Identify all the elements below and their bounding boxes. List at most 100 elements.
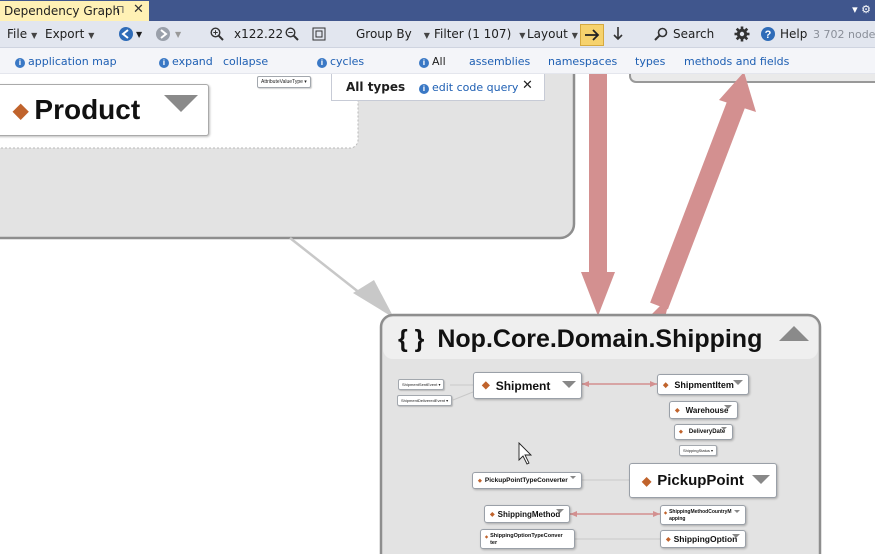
type-icon: ◆ (478, 477, 482, 484)
close-tab-icon[interactable]: ✕ (133, 2, 144, 17)
edge-head (653, 511, 660, 517)
warehouse-node[interactable]: ◆Warehouse (669, 401, 738, 419)
shipping-option-node[interactable]: ◆ShippingOption (660, 530, 746, 548)
help-icon[interactable]: ? (760, 26, 776, 42)
type-icon: ◆ (485, 534, 489, 539)
product-node[interactable]: ◆ Product (0, 84, 209, 136)
search-icon[interactable] (654, 27, 668, 41)
product-label: Product (34, 94, 141, 125)
edit-label: edit code query (432, 81, 519, 94)
shipment-item-node[interactable]: ◆ShipmentItem (657, 374, 749, 395)
node-label: Warehouse (685, 405, 729, 415)
dropdown-triangle-icon[interactable] (570, 475, 576, 479)
collapse-link[interactable]: collapse (223, 55, 269, 68)
info-icon: i (419, 58, 429, 68)
type-icon: ◆ (663, 381, 669, 389)
shipping-namespace-title[interactable]: { } Nop.Core.Domain.Shipping (398, 325, 762, 354)
forward-dropdown-icon[interactable]: ▼ (175, 30, 182, 39)
close-query-icon[interactable]: ✕ (522, 78, 533, 93)
pin-icon[interactable]: ⊓ (116, 3, 125, 16)
search-button[interactable]: Search (673, 27, 715, 41)
shipping-status-node[interactable]: ShippingStatus ▾ (679, 445, 718, 456)
shipment-delivered-event-node[interactable]: ShipmentDeliveredEvent ▾ (397, 395, 453, 406)
node-label: ShippingStatus (683, 448, 710, 453)
methods-and-fields-link[interactable]: methods and fields (684, 55, 790, 68)
dropdown-triangle-icon[interactable] (732, 534, 740, 538)
zoom-in-icon[interactable] (210, 27, 224, 41)
shipping-namespace-header (383, 317, 818, 359)
forward-icon[interactable] (155, 26, 171, 42)
edge-delivered (452, 391, 474, 401)
assemblies-link[interactable]: assemblies (469, 55, 531, 68)
pickup-point-type-converter-node[interactable]: ◆PickupPointTypeConverter (472, 472, 582, 489)
help-button[interactable]: Help (780, 27, 808, 41)
all-label: All (432, 55, 446, 68)
node-label: ShippingOption (673, 534, 738, 544)
dropdown-triangle-icon[interactable] (724, 405, 732, 409)
dropdown-triangle-icon[interactable] (733, 379, 743, 385)
node-label: PickupPoint (657, 472, 744, 489)
title-bar: Dependency Graph ⊓ ✕ ▾ ⚙ (0, 0, 875, 21)
group-by-label: Group By (356, 27, 412, 41)
document-tab[interactable]: Dependency Graph ⊓ ✕ (0, 1, 149, 21)
filter-label: Filter (1 107) (434, 27, 512, 41)
export-menu[interactable]: Export▼ (45, 27, 94, 41)
layout-top-down-icon[interactable] (611, 26, 625, 42)
dropdown-icon: ▼ (519, 31, 526, 40)
dropdown-triangle-icon[interactable] (721, 427, 727, 430)
graph-canvas[interactable]: ◆ Product AttributeValueType ▾ { } Nop.C… (0, 74, 875, 554)
attribute-value-type-node[interactable]: AttributeValueType ▾ (257, 76, 311, 88)
dropdown-triangle-icon[interactable] (556, 509, 564, 513)
type-icon: ◆ (482, 380, 490, 391)
group-by-menu[interactable]: Group By ▼ (356, 27, 430, 41)
namespaces-link[interactable]: namespaces (548, 55, 618, 68)
gear-icon[interactable] (734, 26, 750, 42)
edge-head (650, 381, 657, 387)
dropdown-triangle-icon[interactable] (734, 510, 740, 513)
node-label: ShipmentDeliveredEvent (401, 398, 446, 403)
export-label: Export (45, 27, 85, 41)
filter-menu[interactable]: Filter (1 107) ▼ (434, 27, 525, 41)
edge-product-shipping (289, 237, 371, 302)
node-label: AttributeValueType (261, 79, 303, 85)
edge-thick-up-tail (648, 296, 670, 318)
svg-text:?: ? (765, 29, 772, 41)
expand-label: expand (172, 55, 213, 68)
node-label: ShipmentSentEvent (402, 382, 438, 387)
shipment-node[interactable]: ◆Shipment (473, 372, 582, 399)
delivery-date-node[interactable]: ◆DeliveryDate (674, 424, 733, 440)
shipping-method-country-mapping-node[interactable]: ◆ShippingMethodCountryMapping (660, 505, 746, 525)
back-icon[interactable] (118, 26, 134, 42)
types-link[interactable]: types (635, 55, 666, 68)
window-options-icon[interactable]: ▾ ⚙ (852, 3, 871, 16)
layout-menu[interactable]: Layout▼ (527, 27, 578, 41)
edge-thick-down-head (581, 272, 615, 316)
dropdown-triangle-icon[interactable] (164, 95, 198, 112)
shipping-option-type-converter-node[interactable]: ◆ShippingOptionTypeConverter (480, 529, 575, 549)
edge-head (582, 381, 589, 387)
pickup-point-node[interactable]: ◆PickupPoint (629, 463, 777, 498)
shipment-sent-event-node[interactable]: ShipmentSentEvent ▾ (398, 379, 445, 390)
dropdown-icon: ▼ (571, 31, 578, 40)
upper-right-group[interactable] (629, 74, 875, 83)
layout-left-right-button[interactable] (580, 24, 604, 46)
fit-to-screen-icon[interactable] (311, 26, 327, 42)
dropdown-icon: ▼ (31, 31, 38, 40)
dropdown-triangle-icon[interactable] (752, 474, 770, 484)
dropdown-icon: ▼ (423, 31, 430, 40)
dropdown-triangle-icon[interactable] (562, 380, 576, 388)
node-count: 3 702 nodes (813, 28, 875, 41)
namespace-icon: { } (398, 325, 425, 353)
collapse-triangle-icon[interactable] (779, 326, 809, 341)
file-menu[interactable]: File▼ (7, 27, 37, 41)
zoom-out-icon[interactable] (285, 27, 299, 41)
shipping-method-node[interactable]: ◆ShippingMethod (484, 505, 570, 523)
query-label: All types (346, 80, 406, 94)
back-dropdown-icon[interactable]: ▼ (136, 30, 143, 39)
